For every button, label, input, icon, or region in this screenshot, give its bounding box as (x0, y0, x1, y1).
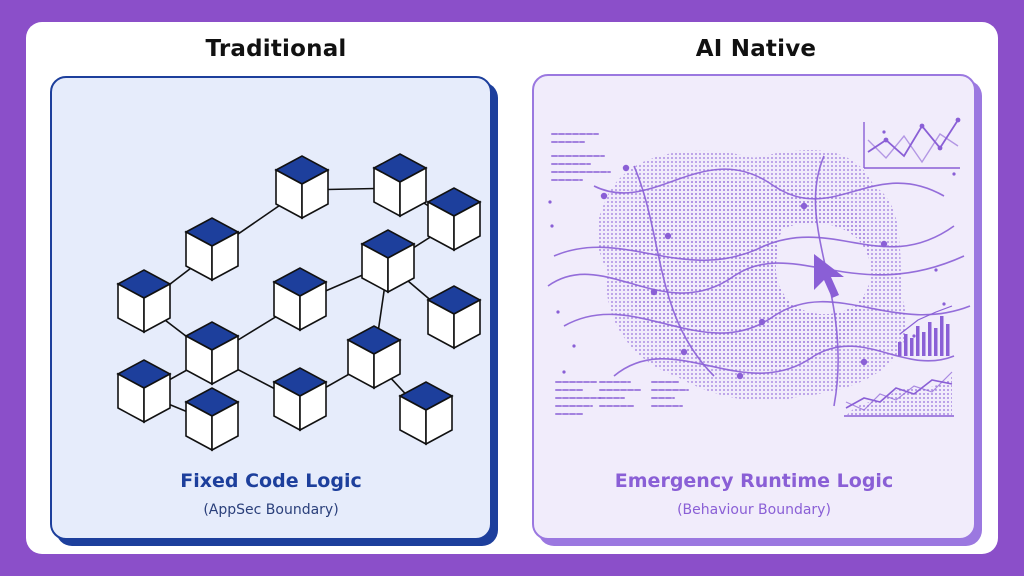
area-chart-icon (844, 371, 954, 417)
cube-node (184, 321, 240, 386)
traditional-heading: Traditional (205, 36, 347, 62)
cube-node (272, 267, 328, 332)
cube-node (398, 381, 454, 446)
cube-node (426, 187, 482, 252)
cursor-arrow-icon (814, 254, 844, 298)
ai-native-panel: Emergency Runtime Logic (Behaviour Bound… (532, 74, 976, 540)
code-text-lines (551, 133, 689, 415)
appsec-boundary-subtitle: (AppSec Boundary) (203, 502, 339, 518)
cube-node (346, 325, 402, 390)
fixed-code-logic-title: Fixed Code Logic (180, 470, 362, 492)
cube-node (116, 359, 172, 424)
cube-node (272, 367, 328, 432)
cube-node (116, 269, 172, 334)
scatter-dots (548, 130, 956, 374)
emergent-blob-diagram (547, 117, 971, 417)
cube-network-diagram (116, 153, 482, 452)
cube-node (426, 285, 482, 350)
cube-node (274, 155, 330, 220)
cube-node (184, 387, 240, 452)
cube-node (360, 229, 416, 294)
line-chart-icon (863, 117, 961, 169)
cube-node (372, 153, 428, 218)
bar-chart-icon (898, 305, 953, 356)
emergency-runtime-logic-title: Emergency Runtime Logic (614, 470, 894, 492)
point-cloud-blob (596, 149, 908, 401)
behaviour-boundary-subtitle: (Behaviour Boundary) (677, 502, 831, 518)
traditional-panel: Fixed Code Logic (AppSec Boundary) (50, 76, 492, 540)
ai-native-heading: AI Native (695, 36, 817, 62)
cube-node (184, 217, 240, 282)
